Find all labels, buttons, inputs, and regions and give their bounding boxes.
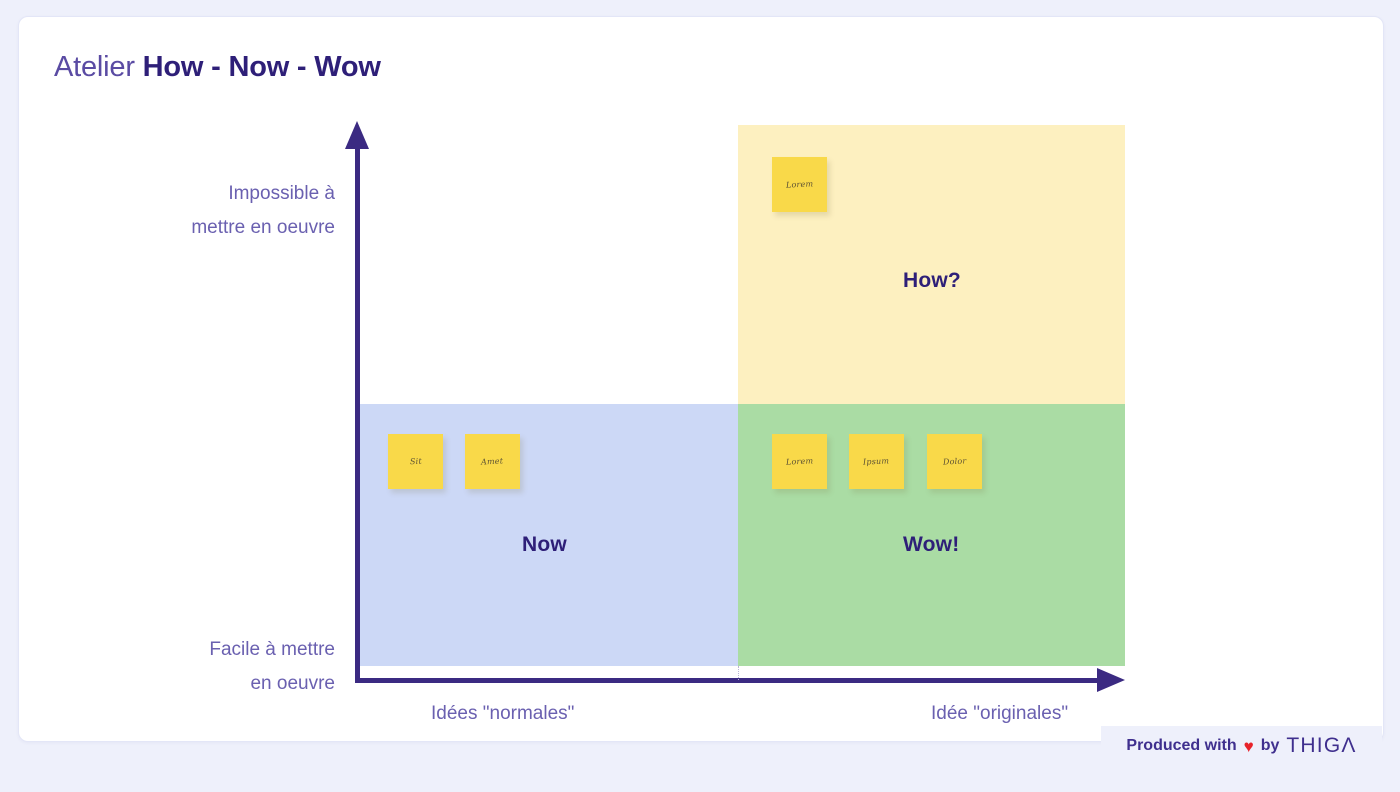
- y-axis-label-bottom-line1: Facile à mettre: [209, 639, 335, 660]
- sticky-note[interactable]: Ipsum: [849, 434, 904, 489]
- produced-with-label: Produced with: [1126, 737, 1237, 754]
- sticky-note[interactable]: Amet: [465, 434, 520, 489]
- sticky-note-text: Amet: [481, 456, 504, 467]
- x-axis-label-right: Idée "originales": [931, 703, 1069, 724]
- sticky-note[interactable]: Lorem: [772, 157, 827, 212]
- y-axis-label-top: Impossible à mettre en oeuvre: [19, 177, 335, 245]
- x-axis-midpoint-tick: [738, 666, 740, 680]
- quadrant-label-wow: Wow!: [903, 533, 960, 556]
- x-axis-label-left: Idées "normales": [431, 703, 575, 724]
- sticky-note[interactable]: Sit: [388, 434, 443, 489]
- sticky-note-text: Lorem: [785, 179, 814, 190]
- how-now-wow-matrix: How? Now Wow! Impossible à mettre en oeu…: [19, 17, 1383, 741]
- page-title-main: How - Now - Wow: [142, 51, 381, 83]
- sticky-note[interactable]: Dolor: [927, 434, 982, 489]
- x-axis-line: [355, 678, 1101, 683]
- y-axis-line: [355, 145, 360, 683]
- y-axis-arrow-icon: [345, 121, 369, 149]
- x-axis-arrow-icon: [1097, 668, 1125, 692]
- quadrant-label-how: How?: [903, 269, 961, 292]
- slide-card: Atelier How - Now - Wow How? Now Wow! Im…: [18, 16, 1384, 742]
- y-axis-label-top-line1: Impossible à: [228, 183, 335, 204]
- y-axis-label-top-line2: mettre en oeuvre: [191, 217, 335, 238]
- page-title: Atelier How - Now - Wow: [54, 51, 381, 84]
- y-axis-label-bottom-line2: en oeuvre: [250, 673, 335, 694]
- thiga-logo-text: THIG: [1286, 734, 1342, 757]
- sticky-note-text: Dolor: [942, 456, 967, 467]
- y-axis-label-bottom: Facile à mettre en oeuvre: [19, 633, 335, 701]
- by-label: by: [1260, 737, 1280, 754]
- sticky-note-text: Lorem: [785, 456, 814, 467]
- page-title-prefix: Atelier: [54, 51, 143, 83]
- quadrant-label-now: Now: [522, 533, 567, 556]
- thiga-logo-lambda: Λ: [1341, 734, 1357, 757]
- sticky-note-text: Sit: [409, 456, 422, 467]
- sticky-note[interactable]: Lorem: [772, 434, 827, 489]
- sticky-note-text: Ipsum: [863, 456, 890, 467]
- heart-icon: ♥: [1243, 736, 1254, 756]
